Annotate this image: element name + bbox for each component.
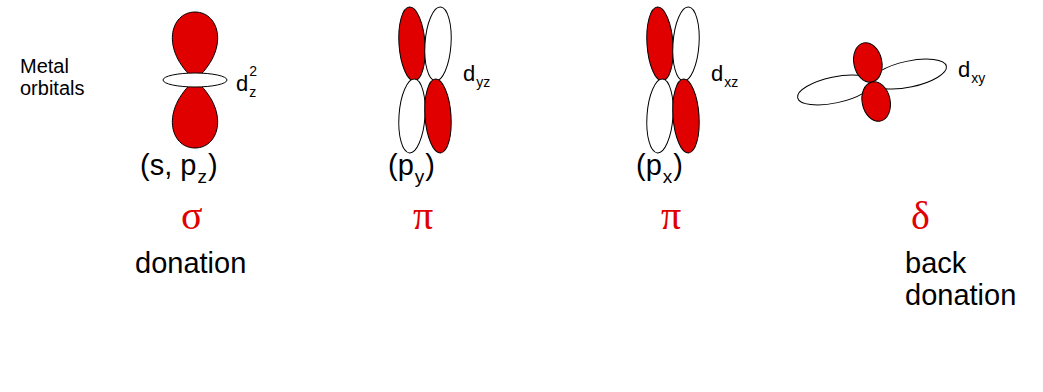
dxy-orbital — [789, 27, 954, 137]
bond-type-label: donation — [135, 248, 246, 280]
basis-label: (p — [636, 150, 662, 182]
bond-type-label: back donation — [905, 248, 1035, 312]
orbital-label: d — [711, 62, 723, 86]
bond-symbol: δ — [911, 194, 930, 238]
dxz-orbital — [644, 6, 701, 154]
orbital-subscript: z — [249, 85, 256, 100]
bond-symbol: σ — [181, 194, 203, 238]
orbital-subscript: xy — [971, 71, 985, 86]
orbital-subscript: xz — [724, 75, 738, 90]
bond-symbol: π — [661, 194, 681, 238]
bond-symbol: π — [413, 194, 433, 238]
orbital-label: d — [958, 58, 970, 82]
orbital-label: d — [236, 72, 248, 96]
basis-label: ) — [673, 150, 683, 182]
orbital-superscript: 2 — [249, 64, 257, 79]
side-label: Metal orbitals — [20, 55, 100, 99]
orbital-label: d — [463, 62, 475, 86]
basis-label: ) — [208, 150, 218, 182]
basis-subscript: y — [415, 167, 425, 188]
orbital-subscript: yz — [476, 75, 490, 90]
basis-label: (p — [388, 150, 414, 182]
dyz-orbital — [396, 6, 453, 154]
basis-label: ) — [425, 150, 435, 182]
basis-subscript: x — [663, 167, 673, 188]
basis-label: (s, p — [140, 150, 196, 182]
dz2-orbital — [163, 12, 227, 148]
basis-subscript: z — [197, 167, 207, 188]
